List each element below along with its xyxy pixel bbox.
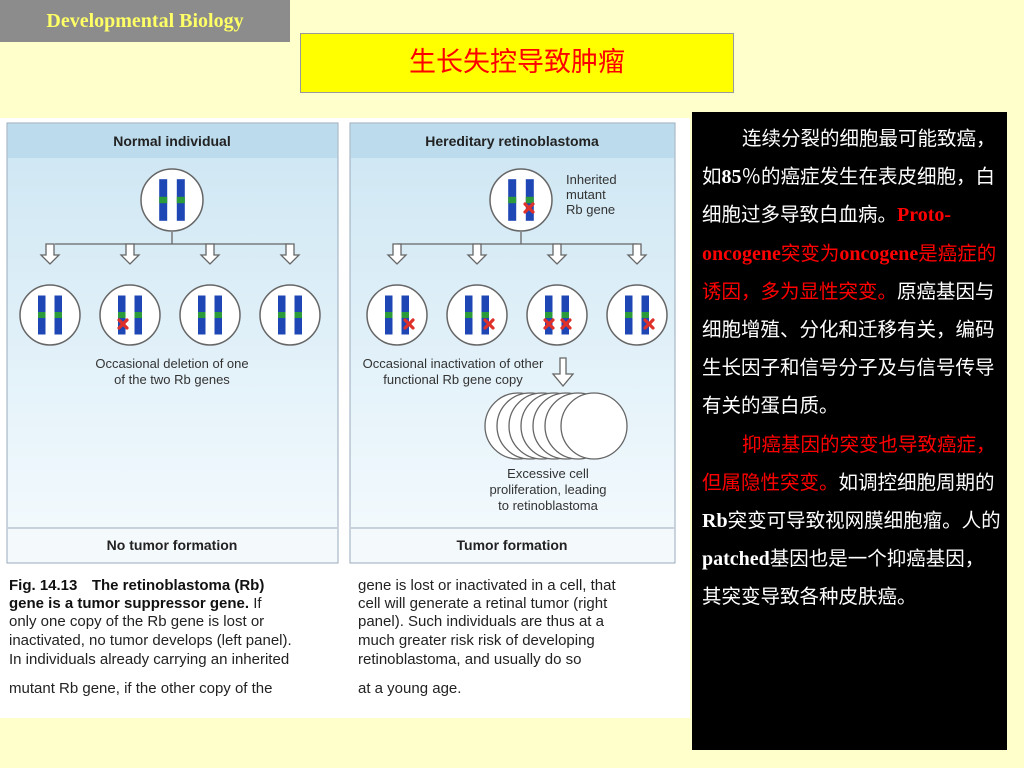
daughter-cell <box>259 284 321 346</box>
parent-cell-mutant <box>489 168 553 232</box>
caption-left-line: mutant Rb gene, if the other copy of the <box>9 680 273 697</box>
caption-right-line: much greater risk risk of developing <box>358 632 595 649</box>
caption-fig-number: Fig. 14.13 <box>9 577 77 594</box>
svg-text:gene is a tumor suppressor gen: gene is a tumor suppressor gene. If <box>9 595 262 612</box>
right-outcome: Tumor formation <box>457 537 568 553</box>
proliferation-note-line2: proliferation, leading <box>489 482 606 497</box>
svg-text:Fig. 14.13 The retinobla: Fig. 14.13 The retinoblastoma (Rb) <box>9 577 264 594</box>
left-panel-title: Normal individual <box>113 133 230 149</box>
right-panel-title: Hereditary retinoblastoma <box>425 133 599 149</box>
slide-title: 生长失控导致肿瘤 <box>300 33 734 93</box>
inactivation-note-line1: Occasional inactivation of other <box>363 356 544 371</box>
paragraph-oncogene: 连续分裂的细胞最可能致癌，如85％的癌症发生在表皮细胞，白细胞过多导致白血病。P… <box>702 127 997 418</box>
proliferation-arrow-icon <box>551 357 575 388</box>
daughter-cell-mutant <box>366 284 428 346</box>
caption-left-line: only one copy of the Rb gene is lost or <box>9 613 264 630</box>
daughter-cell-mutant <box>606 284 668 346</box>
daughter-cell <box>179 284 241 346</box>
tumor-cell-stack <box>484 392 628 460</box>
caption-line2-rest: If <box>249 595 262 612</box>
daughter-cell-mutant <box>446 284 508 346</box>
inherited-label-3: Rb gene <box>566 202 615 217</box>
caption-right-line: panel). Such individuals are thus at a <box>358 613 605 630</box>
caption-right-line: cell will generate a retinal tumor (righ… <box>358 595 608 612</box>
proliferation-note-line1: Excessive cell <box>507 466 589 481</box>
caption-left-line: inactivated, no tumor develops (left pan… <box>9 632 292 649</box>
left-panel: Normal individual Occasional deleti <box>6 122 339 564</box>
proliferation-note-line3: to retinoblastoma <box>498 498 598 513</box>
caption-right-line: retinoblastoma, and usually do so <box>358 651 581 668</box>
caption-title-line2: gene is a tumor suppressor gene. <box>9 595 249 612</box>
deletion-note-line2: of the two Rb genes <box>114 372 230 387</box>
caption-right-line: at a young age. <box>358 680 461 697</box>
parent-cell <box>140 168 204 232</box>
right-panel: Hereditary retinoblastoma Inherited muta… <box>349 122 676 564</box>
inherited-label-2: mutant <box>566 187 606 202</box>
paragraph-tumor-suppressor: 抑癌基因的突变也导致癌症，但属隐性突变。如调控细胞周期的Rb突变可导致视网膜细胞… <box>702 432 1001 609</box>
daughter-cell-deleted <box>99 284 161 346</box>
figure-caption: Fig. 14.13 The retinoblastoma (Rb) gene … <box>9 577 616 697</box>
daughter-cell <box>19 284 81 346</box>
course-tag: Developmental Biology <box>0 0 290 42</box>
inactivation-note-line2: functional Rb gene copy <box>383 372 523 387</box>
caption-title-line1: The retinoblastoma (Rb) <box>92 577 265 594</box>
explanation-panel: 连续分裂的细胞最可能致癌，如85％的癌症发生在表皮细胞，白细胞过多导致白血病。P… <box>692 112 1007 750</box>
rb-diagram: Normal individual Occasional deleti <box>6 122 676 697</box>
caption-left-line: In individuals already carrying an inher… <box>9 651 289 668</box>
figure-14-13: Normal individual Occasional deleti <box>0 118 690 718</box>
inherited-label-1: Inherited <box>566 172 617 187</box>
daughter-cell-double-mutant <box>526 284 588 346</box>
deletion-note-line1: Occasional deletion of one <box>95 356 248 371</box>
caption-right-line: gene is lost or inactivated in a cell, t… <box>358 577 616 594</box>
left-outcome: No tumor formation <box>107 537 238 553</box>
